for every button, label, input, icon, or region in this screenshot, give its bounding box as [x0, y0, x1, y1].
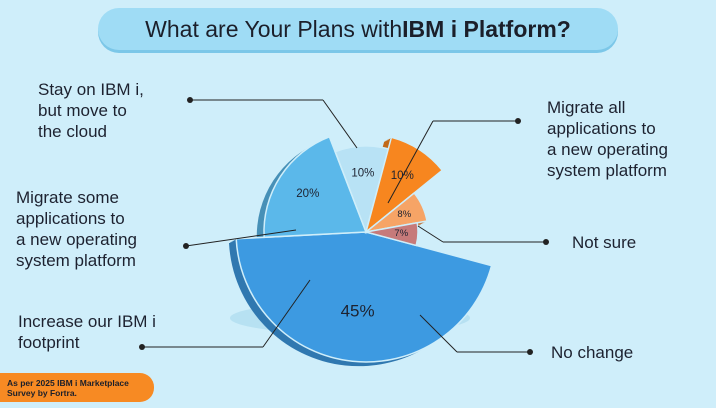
leader-dot-not-sure [543, 239, 549, 245]
callout-no-change: No change [551, 342, 633, 363]
leader-line-cloud-diag [322, 99, 358, 149]
callout-cloud: Stay on IBM i, but move to the cloud [38, 79, 144, 142]
source-note: As per 2025 IBM i Marketplace Survey by … [7, 377, 129, 398]
callout-line: system platform [16, 251, 136, 270]
leader-line-not-sure-diag [417, 225, 444, 243]
leader-dot-cloud [187, 97, 193, 103]
callout-line: Not sure [572, 233, 637, 252]
callout-line: applications to [547, 119, 656, 138]
pie-slice-migrate-all [365, 191, 428, 233]
pie-slice-not-sure [365, 221, 419, 247]
slice-label-cloud: 10% [391, 170, 414, 182]
chart-title: What are Your Plans with IBM i Platform? [98, 8, 618, 50]
slice-label-increase: 20% [296, 188, 319, 200]
slice-label-migrate-all: 8% [397, 209, 411, 220]
callout-line: Stay on IBM i, [38, 80, 144, 99]
pie-chart [229, 135, 493, 367]
title-text-bold: IBM i Platform? [402, 15, 571, 42]
callout-line: but move to [38, 101, 127, 120]
pie-slice-no-change [235, 231, 493, 363]
source-badge: As per 2025 IBM i Marketplace Survey by … [0, 373, 154, 402]
callout-migrate-some: Migrate some applications to a new opera… [16, 187, 137, 271]
callout-increase: Increase our IBM i footprint [18, 311, 156, 353]
callout-line: the cloud [38, 122, 107, 141]
pie-slice-cloud [364, 136, 444, 235]
callout-line: Increase our IBM i [18, 312, 156, 331]
leader-dot-no-change [527, 349, 533, 355]
leader-line-migrate-all-diag [387, 120, 434, 204]
callout-line: Migrate all [547, 98, 626, 117]
leader-lines [139, 97, 549, 355]
callout-line: system platform [547, 161, 667, 180]
slice-label-no-change: 45% [341, 302, 375, 321]
title-text: What are Your Plans with [145, 15, 403, 42]
callout-migrate-all: Migrate all applications to a new operat… [547, 97, 668, 181]
callout-line: applications to [16, 209, 125, 228]
leader-dot-migrate-some [183, 243, 189, 249]
callout-line: a new operating [16, 230, 137, 249]
slice-label-migrate-some: 10% [351, 168, 374, 180]
leader-line-no-change-diag [419, 314, 458, 353]
leader-dot-increase [139, 344, 145, 350]
callout-line: No change [551, 343, 634, 362]
callout-line: a new operating [547, 140, 668, 159]
leader-dot-migrate-all [515, 118, 521, 124]
callout-line: footprint [18, 333, 80, 352]
leader-line-increase-diag [262, 279, 311, 348]
callout-not-sure: Not sure [572, 232, 636, 253]
leader-line-migrate-some [185, 229, 297, 247]
slice-label-not-sure: 7% [394, 228, 408, 239]
callout-line: Migrate some [16, 188, 119, 207]
pie-slice-increase [263, 135, 368, 239]
slice-labels: 45% 20% 10% 10% 8% 7% [296, 168, 414, 321]
